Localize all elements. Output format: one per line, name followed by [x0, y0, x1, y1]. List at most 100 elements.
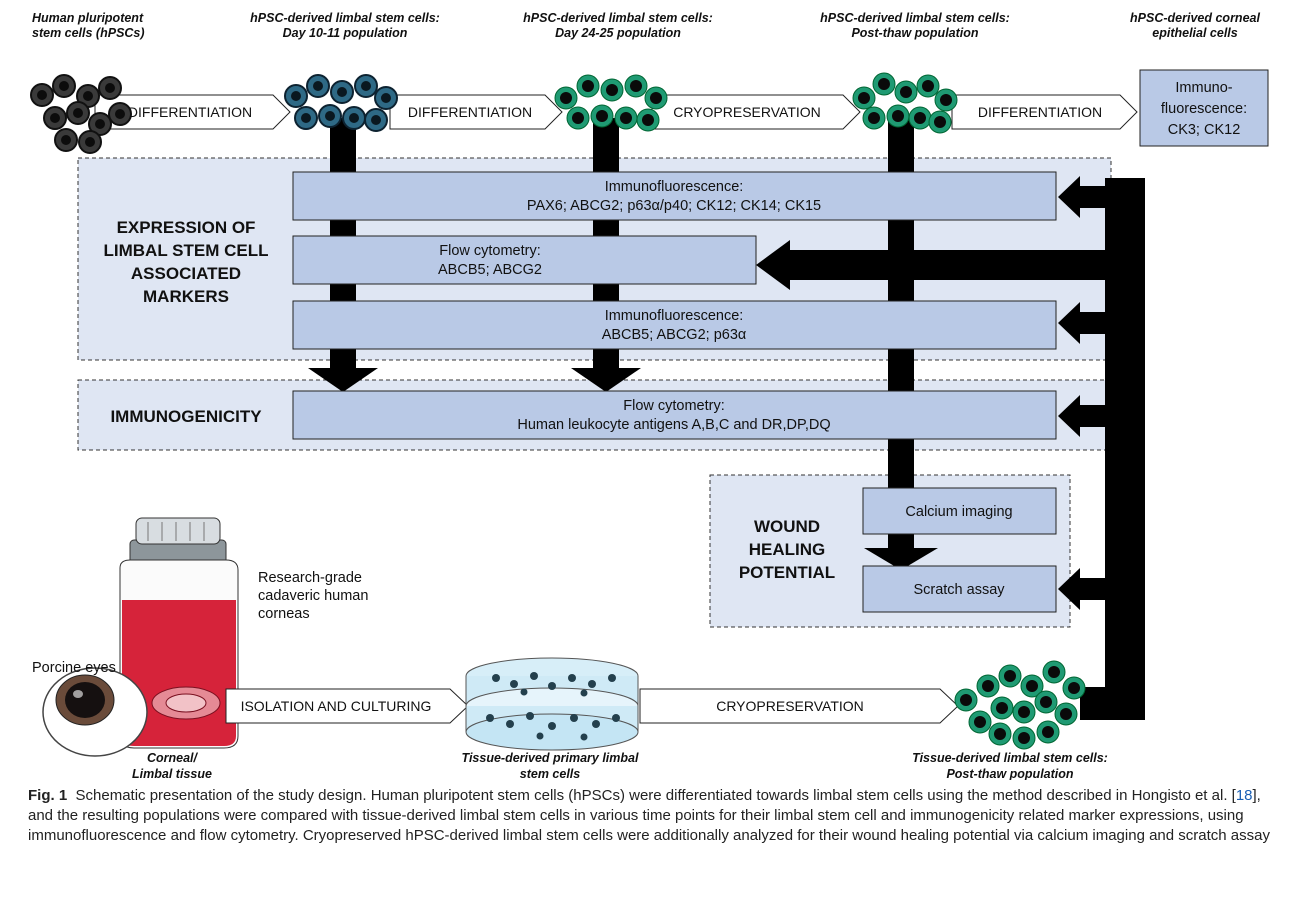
figure-caption: Fig. 1 Schematic presentation of the stu…	[28, 786, 1273, 846]
tissue-feedback-arrow	[756, 176, 1145, 720]
header-corneal-line2: epithelial cells	[1152, 26, 1238, 40]
assay-if1-markers: PAX6; ABCG2; p63α/p40; CK12; CK14; CK15	[527, 198, 821, 214]
process-arrow-diff3: DIFFERENTIATION	[951, 94, 1138, 130]
bottle-illustration	[119, 517, 239, 749]
cell-cluster-day24	[554, 74, 668, 132]
assay-if1: Immunofluorescence: PAX6; ABCG2; p63α/p4…	[292, 171, 1057, 221]
process-diff3-label: DIFFERENTIATION	[978, 104, 1102, 120]
arrow-foot-right	[1080, 687, 1145, 720]
arrow-head-postthaw	[864, 548, 938, 570]
header-day10-line2: Day 10-11 population	[283, 26, 408, 40]
label-primary-line1: Tissue-derived primary limbal	[462, 751, 639, 765]
cell-cluster-postthaw	[852, 72, 958, 134]
process-arrow-diff2: DIFFERENTIATION	[389, 94, 563, 130]
header-day24-line1: hPSC-derived limbal stem cells:	[523, 11, 713, 25]
section-expression: EXPRESSION OF LIMBAL STEM CELL ASSOCIATE…	[104, 218, 269, 306]
branch-flow1	[790, 250, 1110, 280]
label-tissue-postthaw: Tissue-derived limbal stem cells: Post-t…	[912, 751, 1108, 780]
tissue-research-line3: corneas	[258, 606, 310, 622]
branch-scratch	[1080, 578, 1110, 600]
header-corneal-line1: hPSC-derived corneal	[1130, 11, 1260, 25]
branch-if2	[1080, 312, 1110, 334]
section-wound-line2: HEALING	[749, 540, 826, 559]
section-wound-line3: POTENTIAL	[739, 563, 835, 582]
process-arrow-diff1: DIFFERENTIATION	[94, 94, 291, 130]
section-expression-line4: MARKERS	[143, 287, 229, 306]
header-hpsc-line1: Human pluripotent	[32, 11, 144, 25]
assay-flow1-markers: ABCB5; ABCG2	[438, 262, 542, 278]
cell-cluster-hpsc	[30, 74, 132, 154]
assay-scratch-label: Scratch assay	[913, 582, 1005, 598]
header-day10: hPSC-derived limbal stem cells: Day 10-1…	[250, 11, 440, 40]
branch-if2-head	[1058, 302, 1080, 344]
assay-if2-markers: ABCB5; ABCG2; p63α	[602, 327, 747, 343]
ck-box-line2: fluorescence:	[1161, 101, 1247, 117]
arrow-trunk-right	[1105, 178, 1145, 720]
study-design-diagram: Human pluripotent stem cells (hPSCs) hPS…	[30, 11, 1269, 780]
header-day10-line1: hPSC-derived limbal stem cells:	[250, 11, 440, 25]
process-diff2-label: DIFFERENTIATION	[408, 104, 532, 120]
assay-if2-title: Immunofluorescence:	[605, 308, 744, 324]
assay-flow2: Flow cytometry: Human leukocyte antigens…	[292, 390, 1057, 440]
label-postthaw-line2: Post-thaw population	[946, 767, 1073, 780]
tissue-research-label: Research-grade cadaveric human corneas	[258, 570, 368, 622]
section-wound-line1: WOUND	[754, 517, 820, 536]
label-primary-cells: Tissue-derived primary limbal stem cells	[462, 751, 639, 780]
tissue-research-line2: cadaveric human	[258, 588, 368, 604]
header-postthaw: hPSC-derived limbal stem cells: Post-tha…	[820, 11, 1010, 40]
branch-if1-head	[1058, 176, 1080, 218]
assay-calcium: Calcium imaging	[862, 487, 1057, 535]
header-hpsc: Human pluripotent stem cells (hPSCs)	[32, 11, 145, 40]
assay-scratch: Scratch assay	[862, 565, 1057, 613]
assay-if2: Immunofluorescence: ABCB5; ABCG2; p63α	[292, 300, 1057, 350]
header-postthaw-line1: hPSC-derived limbal stem cells:	[820, 11, 1010, 25]
branch-flow1-head	[756, 240, 790, 290]
section-wound: WOUND HEALING POTENTIAL	[739, 517, 835, 582]
section-expression-line1: EXPRESSION OF	[117, 218, 256, 237]
process-arrow-cryo2: CRYOPRESERVATION	[639, 688, 959, 724]
assay-flow1: Flow cytometry: ABCB5; ABCG2	[292, 235, 757, 285]
section-expression-line3: ASSOCIATED	[131, 264, 241, 283]
caption-label: Fig. 1	[28, 787, 68, 804]
arrow-head-day24	[571, 368, 641, 392]
header-corneal: hPSC-derived corneal epithelial cells	[1130, 11, 1260, 40]
caption-text-part2: ], and the resulting populations were co…	[28, 787, 1270, 844]
header-postthaw-line2: Post-thaw population	[851, 26, 978, 40]
label-primary-line2: stem cells	[520, 767, 581, 780]
caption-reference-link[interactable]: 18	[1235, 787, 1253, 804]
header-day24: hPSC-derived limbal stem cells: Day 24-2…	[523, 11, 713, 40]
process-diff1-label: DIFFERENTIATION	[128, 104, 252, 120]
assay-flow2-title: Flow cytometry:	[623, 398, 725, 414]
assay-flow1-title: Flow cytometry:	[439, 243, 541, 259]
tissue-research-line1: Research-grade	[258, 570, 362, 586]
branch-flow2	[1080, 405, 1110, 427]
branch-scratch-head	[1058, 568, 1080, 610]
process-arrow-isolation: ISOLATION AND CULTURING	[225, 688, 469, 724]
process-arrow-cryo1: CRYOPRESERVATION	[651, 94, 861, 130]
assay-calcium-label: Calcium imaging	[905, 504, 1012, 520]
petri-dish-illustration	[465, 657, 639, 751]
assay-if1-title: Immunofluorescence:	[605, 179, 744, 195]
caption-text-part1: Schematic presentation of the study desi…	[75, 787, 1236, 804]
label-corneal-line2: Limbal tissue	[132, 767, 212, 780]
cell-cluster-tissue-postthaw	[954, 660, 1086, 750]
porcine-eye-illustration	[42, 667, 148, 757]
process-cryo1-label: CRYOPRESERVATION	[673, 104, 821, 120]
label-postthaw-line1: Tissue-derived limbal stem cells:	[912, 751, 1108, 765]
ck-box-line3: CK3; CK12	[1168, 122, 1241, 138]
arrow-head-day10	[308, 368, 378, 392]
process-cryo2-label: CRYOPRESERVATION	[716, 698, 864, 714]
process-isolation-label: ISOLATION AND CULTURING	[241, 698, 432, 714]
label-corneal-tissue: Corneal/ Limbal tissue	[132, 751, 212, 780]
header-day24-line2: Day 24-25 population	[555, 26, 681, 40]
ck-box: Immuno- fluorescence: CK3; CK12	[1139, 69, 1269, 147]
assay-flow2-markers: Human leukocyte antigens A,B,C and DR,DP…	[517, 417, 830, 433]
section-immunogenicity: IMMUNOGENICITY	[110, 407, 262, 426]
tissue-porcine-label: Porcine eyes	[32, 660, 116, 676]
ck-box-line1: Immuno-	[1175, 80, 1232, 96]
header-hpsc-line2: stem cells (hPSCs)	[32, 26, 145, 40]
section-expression-line2: LIMBAL STEM CELL	[104, 241, 269, 260]
label-corneal-line1: Corneal/	[147, 751, 199, 765]
branch-if1	[1080, 186, 1110, 208]
branch-flow2-head	[1058, 395, 1080, 437]
